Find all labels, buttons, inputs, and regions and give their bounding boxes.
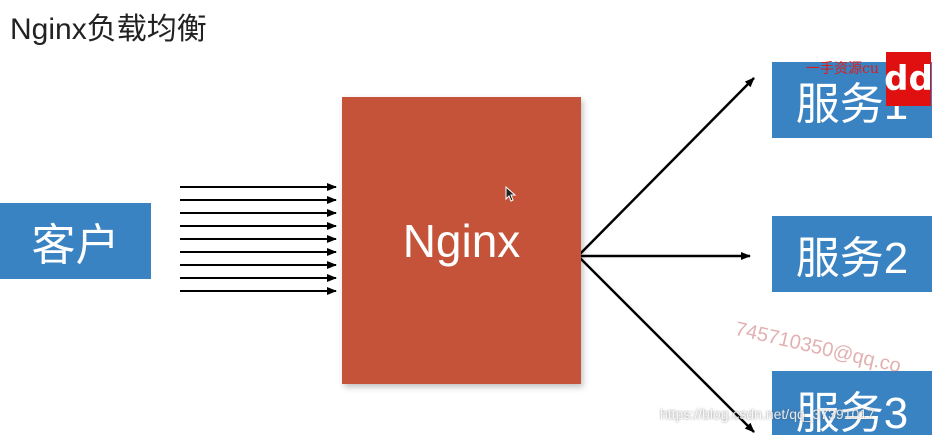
server-box-2: 服务2 [772, 216, 932, 292]
arrow-to-server-3 [577, 255, 755, 433]
nginx-box: Nginx [342, 97, 581, 384]
client-box: 客户 [0, 203, 151, 279]
arrow-to-server-1 [577, 77, 755, 257]
server-2-label: 服务2 [795, 234, 909, 283]
nginx-label: Nginx [402, 214, 521, 267]
client-label: 客户 [31, 221, 120, 270]
watermark-url: https://blog.csdn.net/qq_37391017 [660, 406, 875, 422]
client-request-arrows [180, 183, 337, 295]
mouse-pointer-icon [505, 186, 517, 202]
distribution-arrows [577, 77, 755, 433]
watermark-logo: dd [884, 52, 933, 106]
watermark-red-text: 一手资源cu [806, 61, 879, 77]
server-3-label: 服务3 [795, 389, 909, 435]
diagram-title: Nginx负载均衡 [10, 13, 207, 46]
server-box-3: 服务3 [772, 371, 932, 435]
